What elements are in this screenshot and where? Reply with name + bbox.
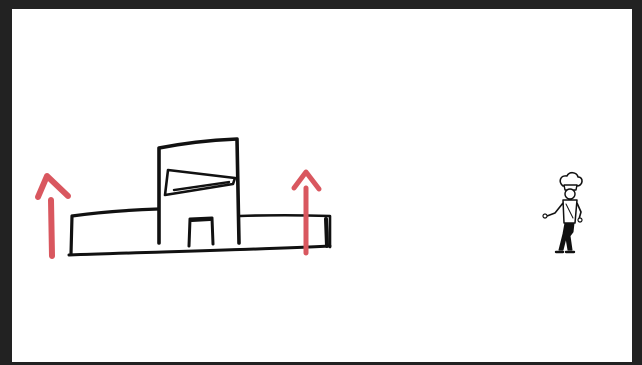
left-wing: [71, 209, 158, 254]
tower: [159, 139, 239, 243]
up-arrow-left: [38, 176, 68, 256]
up-arrow-middle: [294, 172, 319, 253]
right-wing: [240, 215, 330, 247]
doorway: [189, 218, 213, 246]
building-sketch: [69, 139, 330, 255]
chef-figure: [543, 173, 582, 252]
ground-line: [69, 246, 330, 255]
chef-hat: [560, 173, 582, 186]
